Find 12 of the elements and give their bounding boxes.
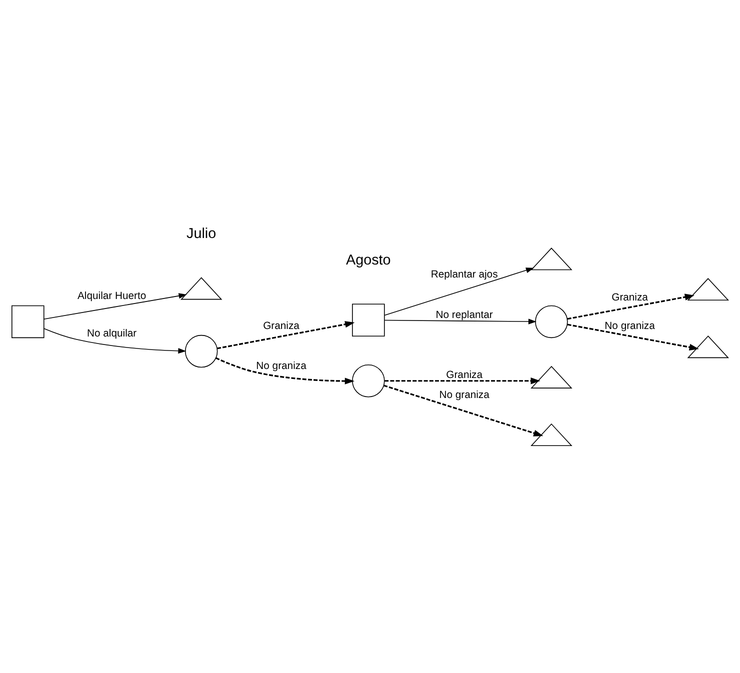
edge-label: No graniza	[604, 321, 655, 332]
edge-label: Graniza	[446, 370, 482, 381]
edge-label: Replantar ajos	[430, 269, 498, 280]
edge-label: Graniza	[612, 292, 648, 304]
label: Agosto	[346, 252, 391, 268]
edge-label: No graniza	[439, 390, 490, 401]
label: Julio	[186, 226, 216, 242]
edge-label: No replantar	[436, 310, 493, 322]
edge-label: Graniza	[263, 321, 300, 332]
edge-label: Alquilar Huerto	[78, 290, 146, 302]
edge-label: No alquilar	[87, 328, 137, 340]
edge-label: No graniza	[256, 361, 306, 372]
